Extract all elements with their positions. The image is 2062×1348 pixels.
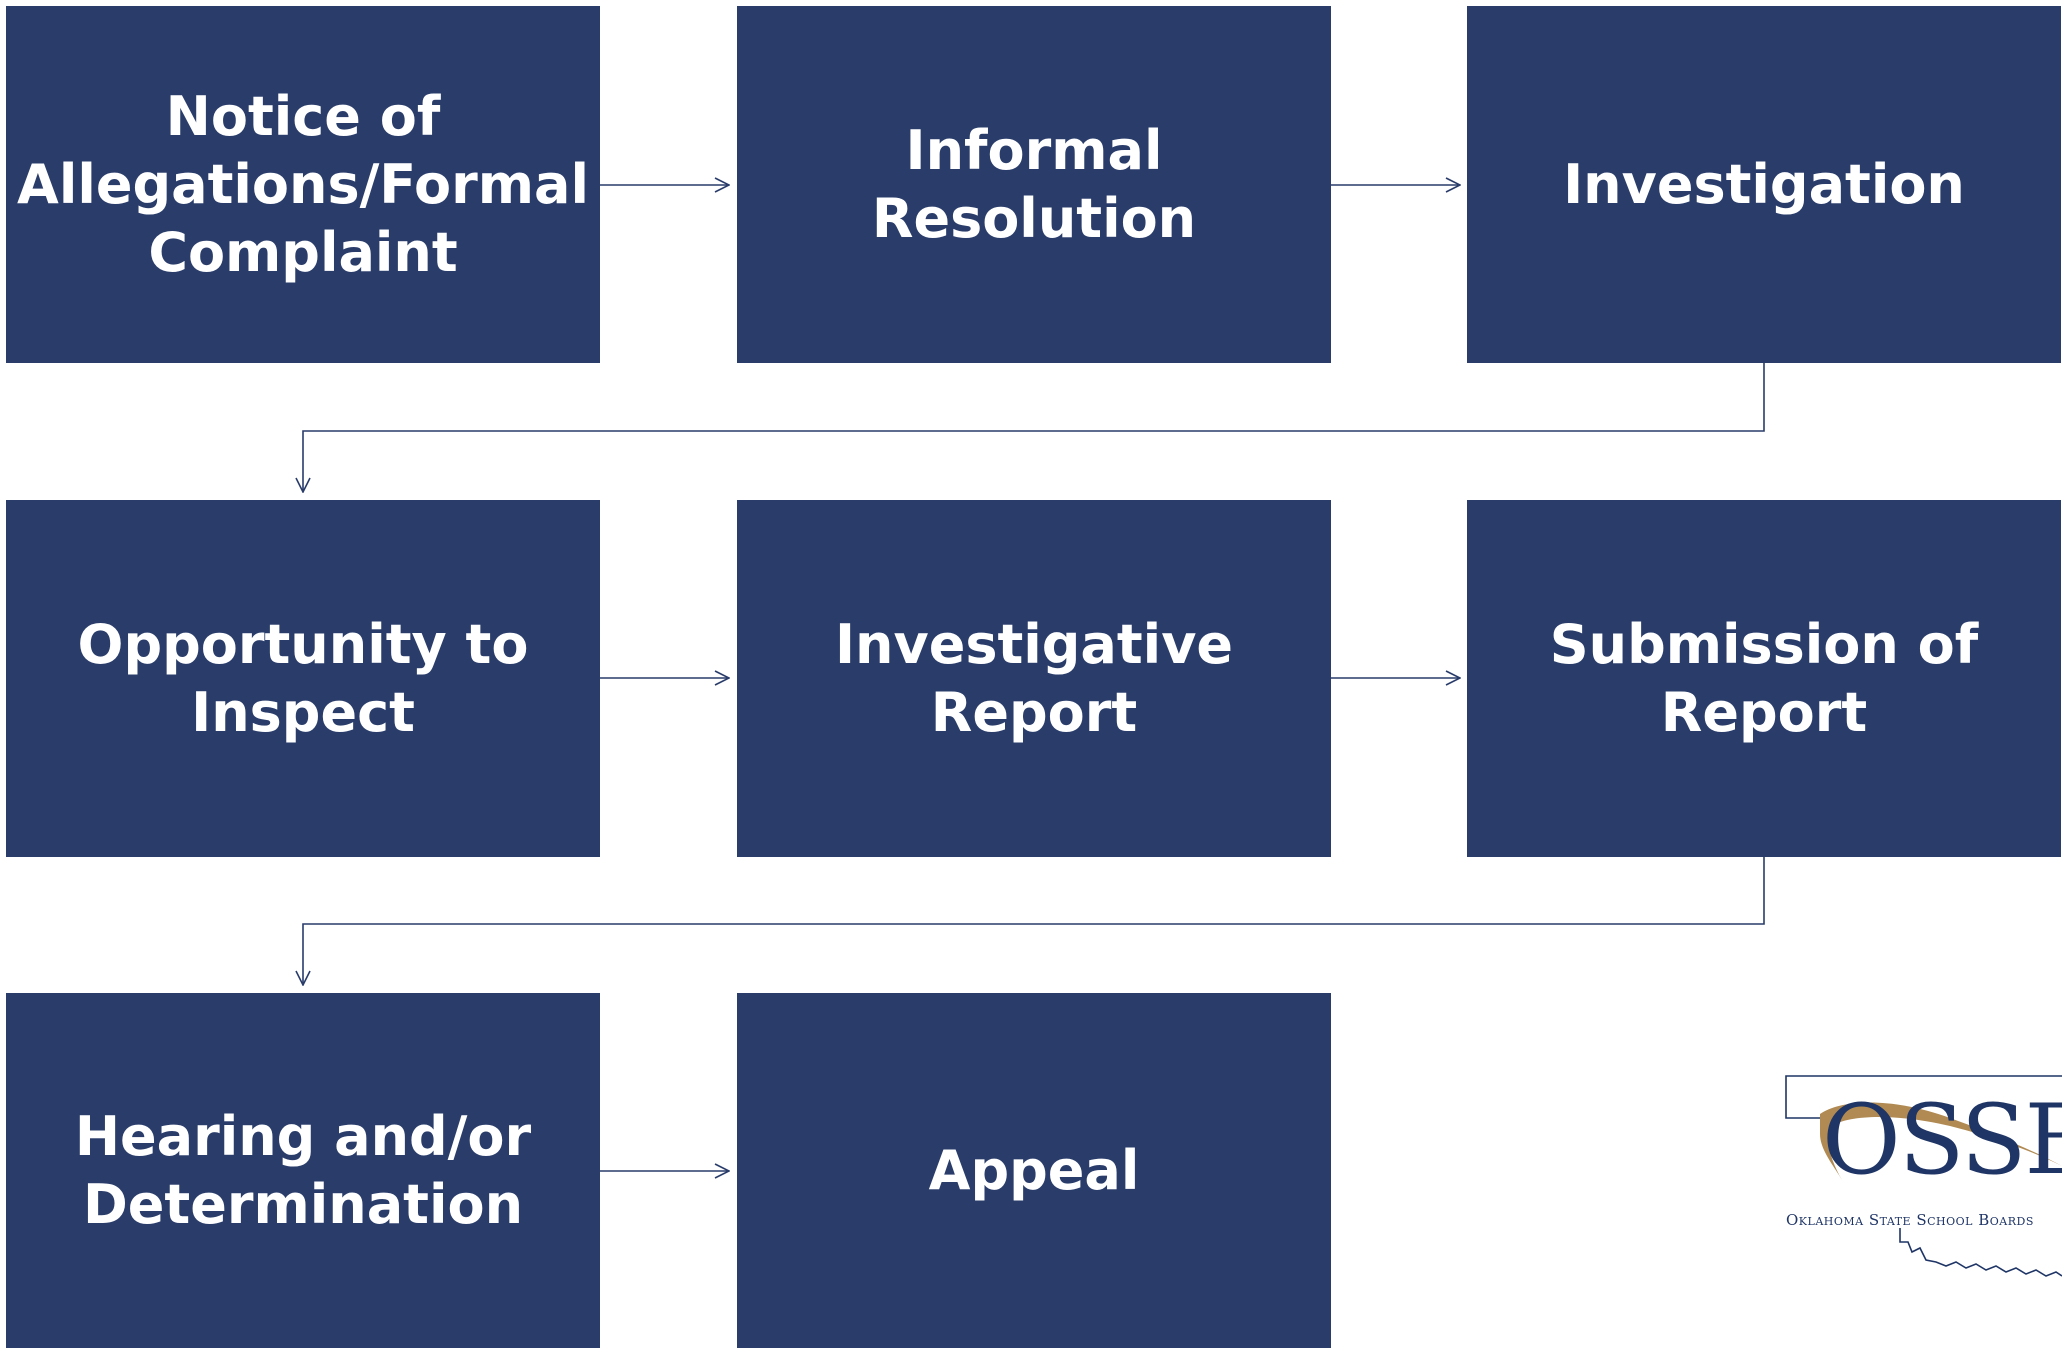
step-box-notice-of-allegations: Notice of Allegations/Formal Complaint: [6, 6, 600, 363]
step-box-investigative-report: Investigative Report: [737, 500, 1331, 857]
step-label: Notice of Allegations/Formal Complaint: [17, 84, 589, 284]
step-box-investigation: Investigation: [1467, 6, 2061, 363]
step-box-submission-of-report: Submission of Report: [1467, 500, 2061, 857]
step-label: Investigative Report: [834, 612, 1234, 744]
ossb-logo-icon: [1785, 1075, 2062, 1277]
step-label: Investigation: [1563, 152, 1965, 216]
ossb-logo-subtitle: Oklahoma State School Boards: [1786, 1211, 2034, 1229]
step-box-hearing-determination: Hearing and/or Determination: [6, 993, 600, 1348]
arrow-submission-to-hearing: [303, 857, 1765, 985]
step-label: Opportunity to Inspect: [77, 612, 529, 744]
step-box-appeal: Appeal: [737, 993, 1331, 1348]
step-label: Hearing and/or Determination: [74, 1104, 532, 1236]
step-box-informal-resolution: Informal Resolution: [737, 6, 1331, 363]
step-box-opportunity-to-inspect: Opportunity to Inspect: [6, 500, 600, 857]
step-label: Submission of Report: [1549, 612, 1979, 744]
step-label: Appeal: [928, 1138, 1140, 1202]
step-label: Informal Resolution: [871, 118, 1197, 250]
arrow-investigation-to-inspect: [303, 363, 1765, 492]
ossb-logo-wordmark: OSSB: [1822, 1084, 2062, 1196]
